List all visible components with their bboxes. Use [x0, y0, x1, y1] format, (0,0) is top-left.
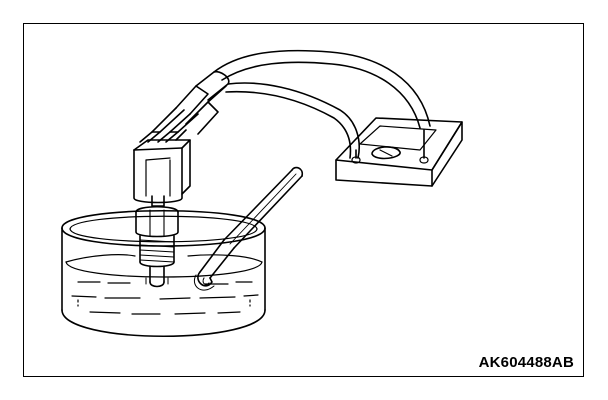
figure-frame: [23, 23, 584, 377]
thermometer-icon: [194, 166, 304, 291]
figure-code: AK604488AB: [478, 354, 574, 371]
sensor-icon: [135, 205, 179, 288]
ohmmeter-icon: [335, 117, 463, 187]
wire-harness-icon: [151, 49, 431, 159]
connector-icon: [133, 129, 191, 207]
